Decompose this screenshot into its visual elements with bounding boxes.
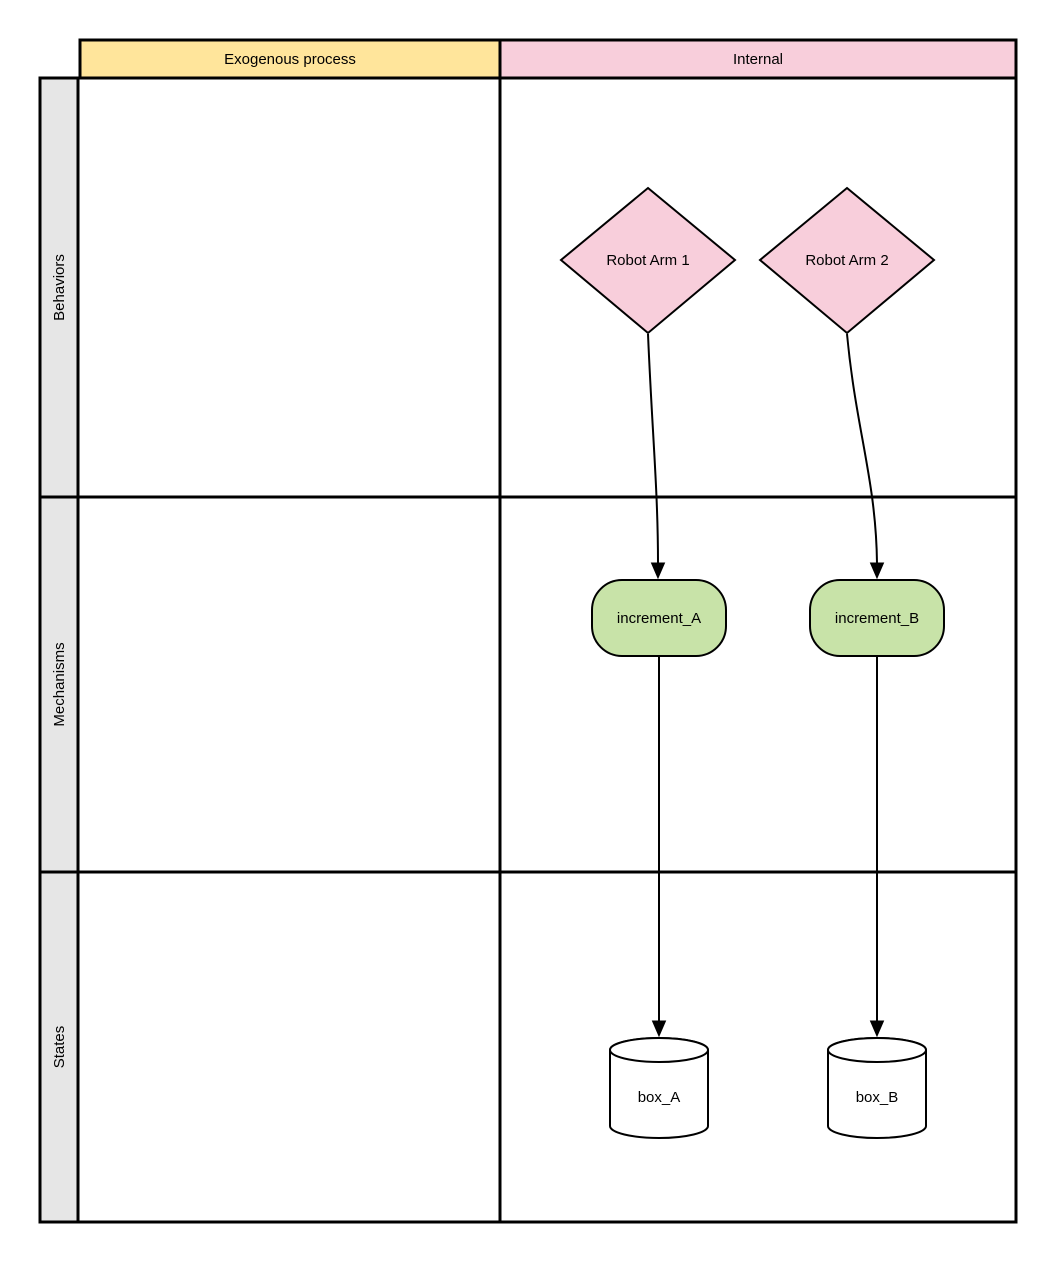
arrowhead-icon [650,562,666,580]
diamond-shape[interactable] [758,186,936,335]
row-header-column [38,76,80,1224]
row-label-behaviors: Behaviors [51,254,68,321]
node-label: increment_B [835,610,919,627]
edge-increment-a-to-box-a [651,656,667,1038]
arrowhead-icon [651,1020,667,1038]
rounded-rect-shape[interactable] [809,579,945,657]
node-label: increment_A [617,610,701,627]
edge-line [647,333,659,564]
edge-increment-b-to-box-b [869,656,885,1038]
node-box-b[interactable]: box_B [827,1037,927,1139]
column-header-exogenous-label: Exogenous process [224,51,356,68]
node-robot-arm-1[interactable]: Robot Arm 1 [559,186,737,335]
node-label: Robot Arm 2 [805,252,888,269]
edge-robot-arm-2-to-increment-b [846,333,885,580]
node-label: Robot Arm 1 [606,252,689,269]
column-header-internal [498,38,1018,80]
row-label-states: States [51,1026,68,1069]
edge-line [846,333,878,564]
node-label: box_A [638,1089,681,1106]
cylinder-top-rim [827,1037,927,1063]
node-robot-arm-2[interactable]: Robot Arm 2 [758,186,936,335]
node-increment-b[interactable]: increment_B [809,579,945,657]
diamond-shape[interactable] [559,186,737,335]
arrowhead-icon [869,562,885,580]
edge-robot-arm-1-to-increment-a [647,333,666,580]
node-increment-a[interactable]: increment_A [591,579,727,657]
node-box-a[interactable]: box_A [609,1037,709,1139]
node-label: box_B [856,1089,899,1106]
column-header-exogenous [78,38,502,80]
cylinder-top-rim [609,1037,709,1063]
column-header-internal-label: Internal [733,51,783,68]
arrowhead-icon [869,1020,885,1038]
row-label-mechanisms: Mechanisms [51,642,68,726]
rounded-rect-shape[interactable] [591,579,727,657]
